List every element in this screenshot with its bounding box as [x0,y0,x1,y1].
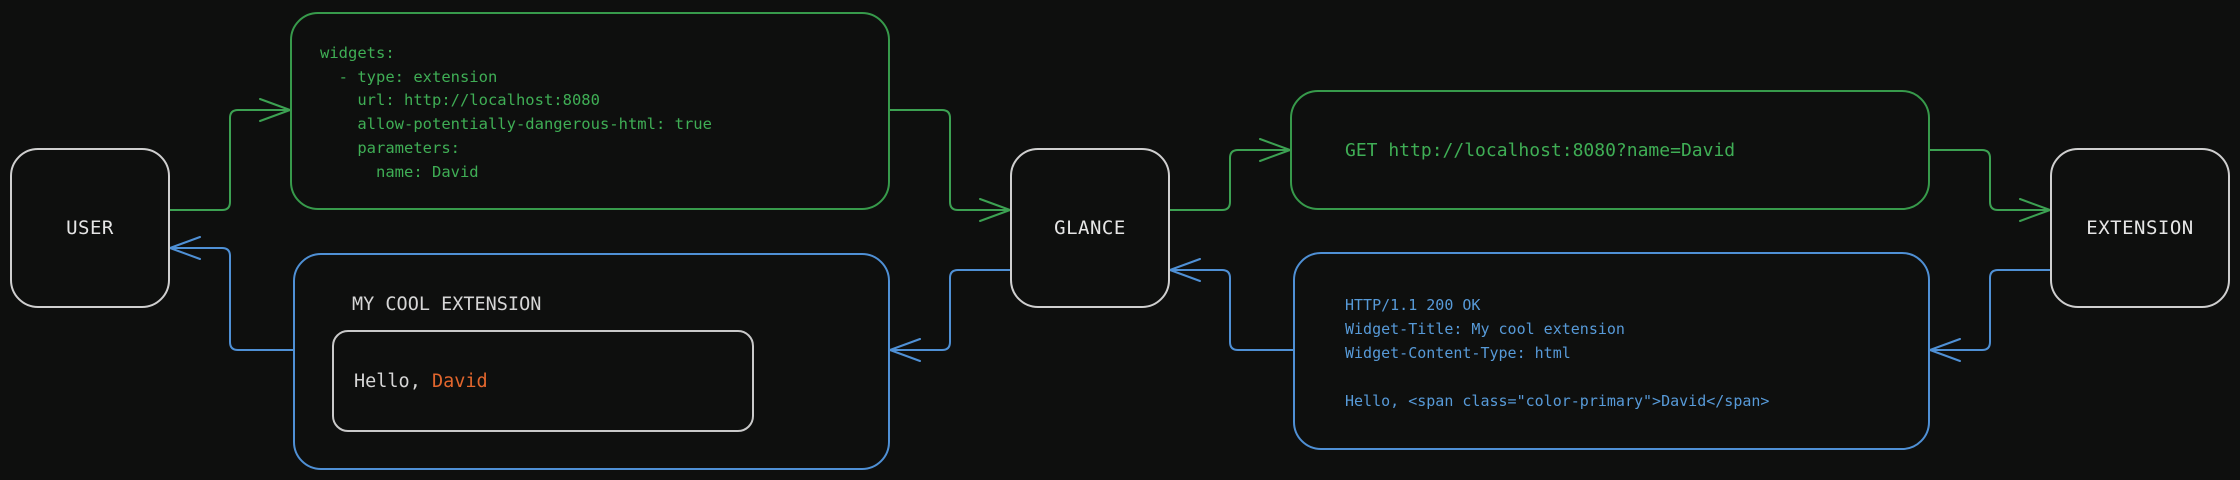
node-user: USER [10,148,170,308]
arrowhead-extension-to-response [1929,338,1961,362]
arrow-glance-to-request [1169,149,1291,211]
arrow-widget-to-user [169,247,294,351]
arrow-request-to-extension [1929,149,2051,211]
arrowhead-widget-to-user [169,236,201,260]
widget-preview-box: MY COOL EXTENSION Hello, David [293,253,890,470]
node-user-label: USER [66,217,114,239]
arrow-extension-to-response [1929,269,2051,351]
widget-rendered-output: Hello, David [332,330,754,432]
widget-preview-title: MY COOL EXTENSION [352,294,542,315]
http-request-box: GET http://localhost:8080?name=David [1290,90,1930,210]
arrowhead-glance-to-widget [889,338,921,362]
arrow-config-to-glance [889,109,1011,211]
arrow-response-to-glance [1169,269,1294,351]
config-yaml-code: widgets: - type: extension url: http://l… [320,44,712,181]
node-extension: EXTENSION [2050,148,2230,308]
node-glance: GLANCE [1010,148,1170,308]
arrowhead-response-to-glance [1169,258,1201,282]
http-response-box: HTTP/1.1 200 OK Widget-Title: My cool ex… [1293,252,1930,450]
arrow-glance-to-widget [889,269,1011,351]
http-request-line: GET http://localhost:8080?name=David [1345,139,1736,161]
greeting-prefix: Hello, [354,370,432,392]
config-yaml-box: widgets: - type: extension url: http://l… [290,12,890,210]
http-response-code: HTTP/1.1 200 OK Widget-Title: My cool ex… [1345,296,1770,410]
node-glance-label: GLANCE [1054,217,1126,239]
greeting-name: David [431,370,488,392]
node-extension-label: EXTENSION [2086,217,2194,239]
arrow-user-to-config [169,109,291,211]
